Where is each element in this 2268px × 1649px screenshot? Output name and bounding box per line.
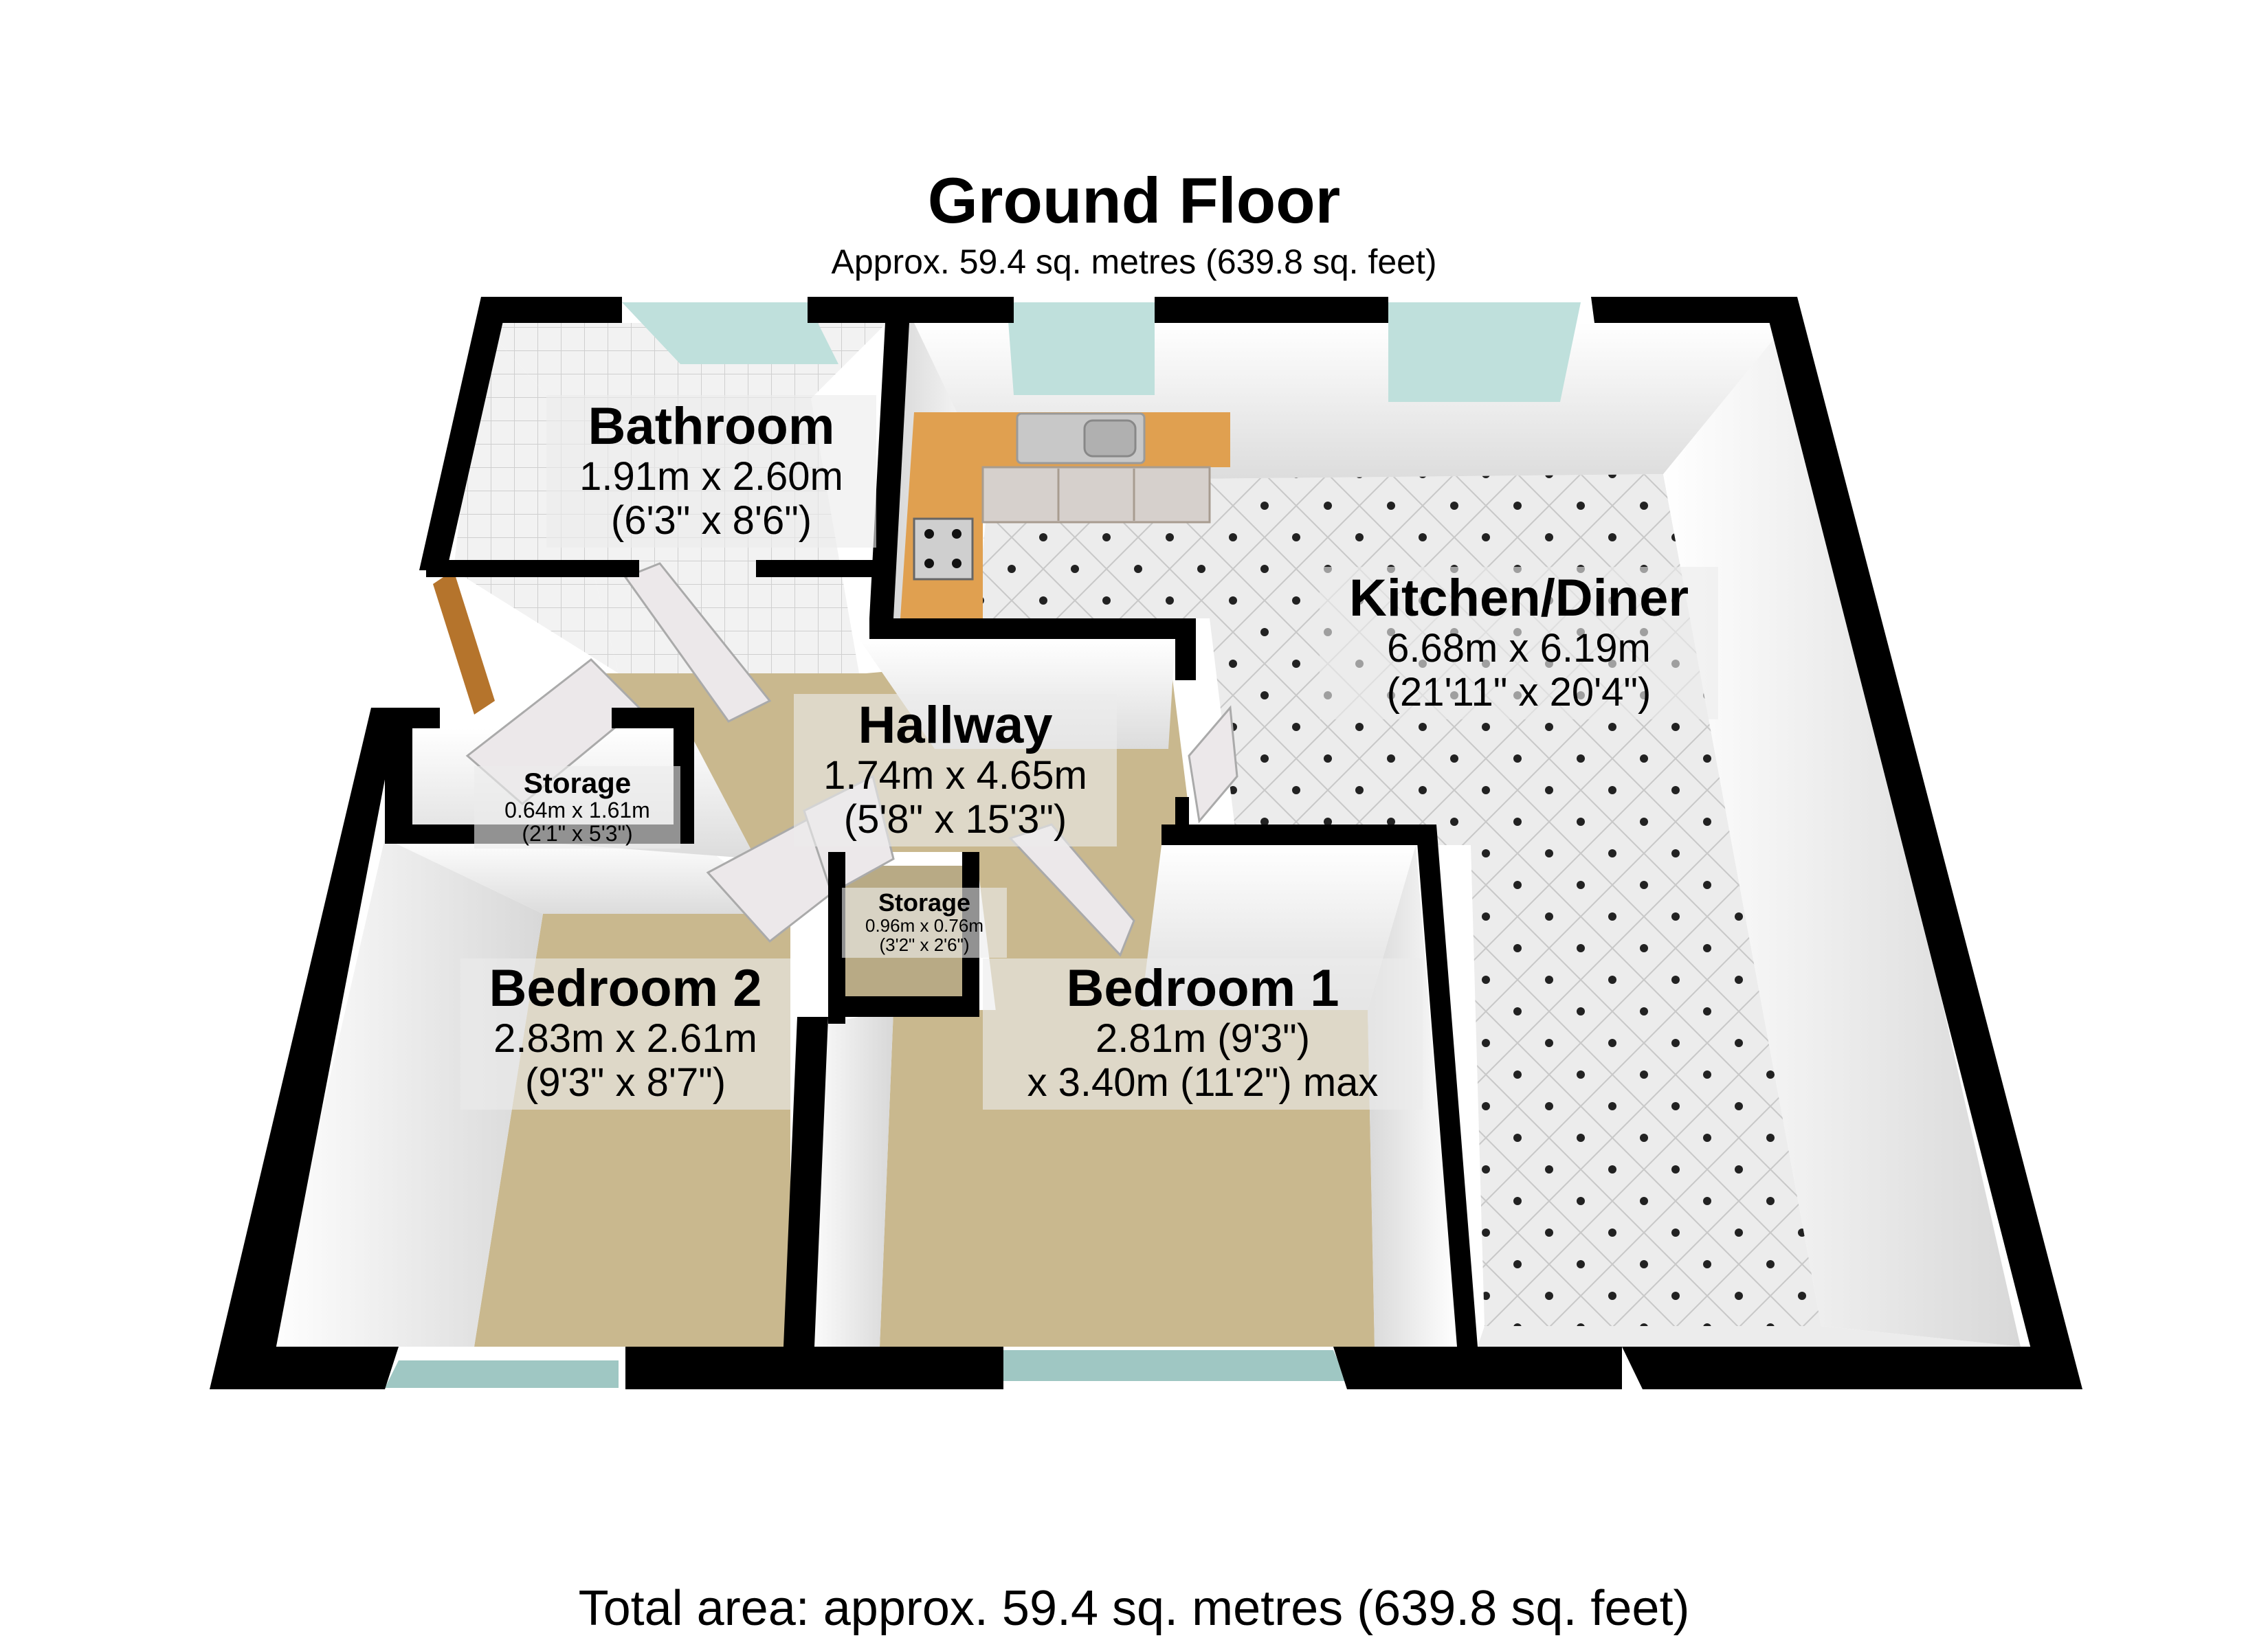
- room-dim-imperial: (21'11" x 20'4"): [1386, 670, 1652, 715]
- room-label-storage-1: Storage 0.64m x 1.61m (2'1" x 5'3"): [474, 766, 680, 849]
- bedroom2-window: [385, 1360, 619, 1388]
- room-dim-imperial: (5'8" x 15'3"): [843, 797, 1067, 842]
- wall-top-kitchen-mid: [1155, 297, 1388, 323]
- room-dim-metric: 0.64m x 1.61m: [504, 798, 650, 822]
- floor-area-subtitle: Approx. 59.4 sq. metres (639.8 sq. feet): [831, 243, 1437, 281]
- wall-bottom-kitchen: [1457, 1347, 1622, 1389]
- wall-bed1-left: [783, 1017, 828, 1347]
- kitchen-right-wall-face: [1663, 319, 2021, 1347]
- sink-bowl-icon: [1083, 419, 1137, 458]
- total-area-footer: Total area: approx. 59.4 sq. metres (639…: [578, 1581, 1690, 1636]
- room-name: Hallway: [858, 696, 1053, 754]
- kitchen-window-2: [1388, 302, 1581, 402]
- wall-bath-bottom: [426, 560, 639, 577]
- wall-bottom-bed1-right: [1333, 1347, 1457, 1389]
- room-name: Bedroom 2: [489, 959, 762, 1018]
- doors: [433, 562, 1238, 957]
- room-name: Bathroom: [588, 397, 835, 456]
- room-label-bedroom-1: Bedroom 1 2.81m (9'3") x 3.40m (11'2") m…: [983, 958, 1423, 1110]
- wall-top-bathroom: [481, 297, 622, 323]
- kitchen-cabinets: [981, 466, 1211, 524]
- room-name: Bedroom 1: [1066, 959, 1339, 1018]
- room-dim-metric: 0.96m x 0.76m: [865, 915, 983, 936]
- room-name: Kitchen/Diner: [1348, 569, 1689, 627]
- room-dim-metric: 1.91m x 2.60m: [579, 454, 843, 499]
- wall-hall-kitchen-side: [1175, 618, 1196, 680]
- front-door: [433, 570, 495, 715]
- wall-bottom-bed1-left: [797, 1347, 1003, 1389]
- wall-storage1-top: [385, 708, 440, 728]
- kitchen-door: [1188, 705, 1238, 824]
- room-label-bedroom-2: Bedroom 2 2.83m x 2.61m (9'3" x 8'7"): [460, 958, 790, 1110]
- bathroom-left-wall-face: [454, 323, 619, 673]
- wall-bed1-right: [1416, 824, 1478, 1347]
- wall-storage2-bottom: [828, 996, 979, 1017]
- wall-right: [1763, 297, 2082, 1389]
- kitchen-worktop: [900, 412, 1230, 618]
- room-label-bathroom: Bathroom 1.91m x 2.60m (6'3" x 8'6"): [546, 395, 876, 548]
- room-dim-metric: 6.68m x 6.19m: [1387, 626, 1651, 671]
- room-name: Storage: [878, 888, 971, 917]
- room-dim-metric: 1.74m x 4.65m: [823, 753, 1087, 798]
- kitchen-fittings: [900, 412, 1230, 618]
- wall-top-bath-kitchen: [808, 297, 1014, 323]
- floor-title: Ground Floor: [927, 164, 1341, 236]
- kitchen-window-1: [1007, 302, 1155, 395]
- room-label-kitchen-diner: Kitchen/Diner 6.68m x 6.19m (21'11" x 20…: [1320, 567, 1718, 719]
- bathroom-door: [623, 562, 772, 723]
- kitchen-bottom-wall-face: [1478, 1326, 2021, 1347]
- room-name: Storage: [523, 767, 632, 799]
- room-label-hallway: Hallway 1.74m x 4.65m (5'8" x 15'3"): [794, 694, 1117, 846]
- wall-bottom-right: [1622, 1347, 2082, 1389]
- windows: [385, 302, 1814, 1388]
- room-dim-imperial: (6'3" x 8'6"): [610, 498, 812, 543]
- wall-bath-kitchen: [869, 297, 911, 618]
- room-dim-imperial: (2'1" x 5'3"): [522, 821, 633, 846]
- wall-left-bathroom: [419, 297, 509, 570]
- bedroom1-left-wall-face: [804, 1010, 893, 1347]
- wall-bottom-bed2-right: [625, 1347, 797, 1389]
- hob-icon: [913, 517, 974, 581]
- room-dim-imperial: (3'2" x 2'6"): [879, 934, 970, 955]
- room-dim-metric: 2.83m x 2.61m: [493, 1016, 757, 1061]
- walls: [210, 297, 2082, 1389]
- wall-bed1-hall-stub: [1175, 797, 1189, 845]
- wall-hall-kitchen-top: [869, 618, 1186, 639]
- room-dim-metric: 2.81m (9'3"): [1095, 1016, 1311, 1061]
- wall-left-bedroom2: [210, 708, 399, 1389]
- wall-storage2-left: [828, 852, 845, 1024]
- bedroom1-window: [1003, 1350, 1347, 1381]
- wall-bath-bottom-right: [756, 560, 873, 577]
- bathroom-window: [622, 302, 838, 364]
- wall-bed1-top: [1161, 824, 1433, 845]
- wall-top-kitchen-right: [1591, 297, 1794, 323]
- bedroom2-top-wall-face: [385, 838, 790, 914]
- room-dim-imperial: x 3.40m (11'2") max: [1027, 1060, 1379, 1105]
- room-dim-imperial: (9'3" x 8'7"): [524, 1060, 726, 1105]
- wall-left-storage: [385, 708, 412, 838]
- room-label-storage-2: Storage 0.96m x 0.76m (3'2" x 2'6"): [842, 888, 1007, 958]
